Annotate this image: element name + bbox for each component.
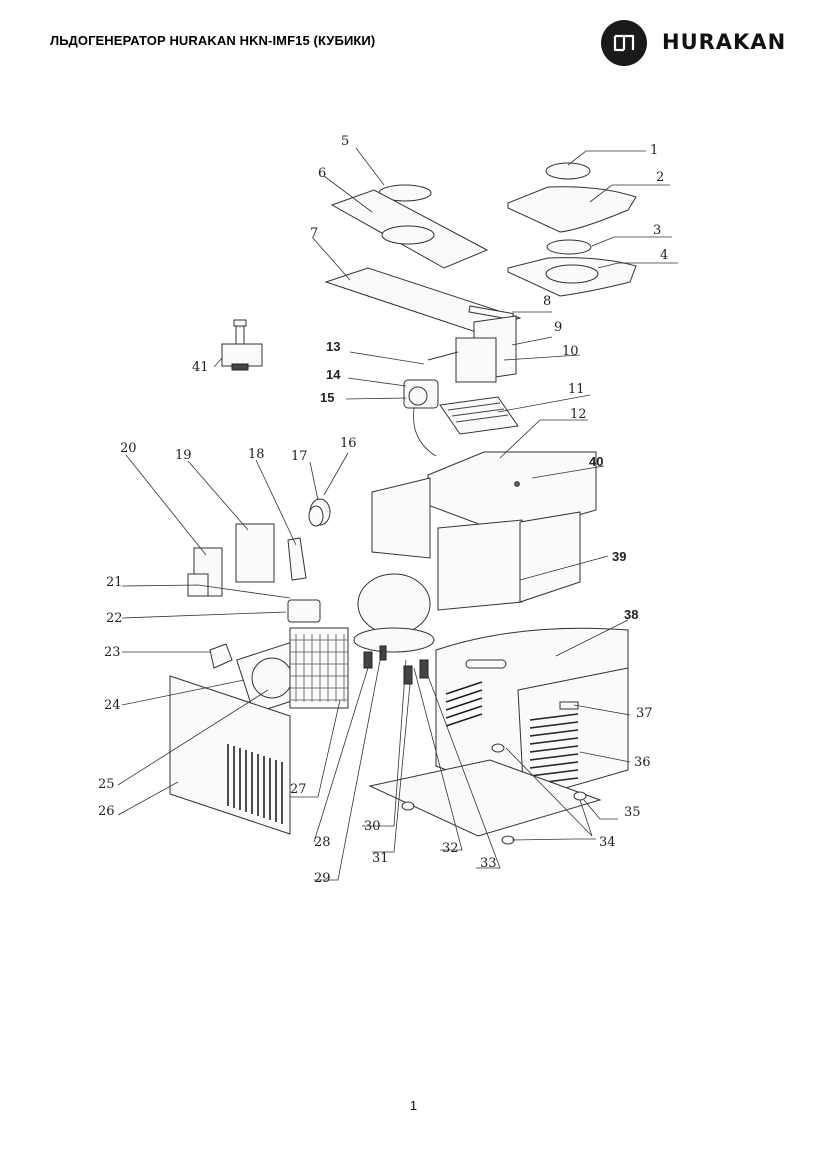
callout-39: 39 (612, 549, 626, 564)
callout-11: 11 (568, 382, 585, 397)
part-23-sensor (209, 643, 233, 669)
callout-6: 6 (318, 166, 326, 181)
callout-2: 2 (656, 170, 664, 185)
page-number: 1 (409, 1098, 418, 1113)
callout-35: 35 (624, 805, 641, 820)
callout-22: 22 (106, 611, 123, 626)
callout-33: 33 (480, 856, 497, 871)
brand-name: HURAKAN (662, 30, 787, 54)
callout-28: 28 (314, 835, 331, 850)
callout-37: 37 (636, 706, 653, 721)
callout-9: 9 (554, 320, 562, 335)
callout-19: 19 (175, 448, 192, 463)
brand-logo: HURAKAN (601, 20, 785, 66)
rear-grille (445, 681, 483, 727)
callout-13: 13 (326, 339, 340, 354)
part-15-gear (408, 386, 428, 406)
part-7-plate (324, 267, 522, 333)
callout-21: 21 (106, 575, 123, 590)
callout-36: 36 (634, 755, 651, 770)
callout-1: 1 (650, 143, 658, 158)
part-27-condenser (289, 627, 349, 709)
part-26-front-panel (169, 675, 291, 835)
front-grille (227, 744, 283, 824)
part-41-bolt (221, 319, 263, 371)
callout-4: 4 (660, 248, 668, 263)
callout-26: 26 (98, 804, 115, 819)
callout-24: 24 (104, 698, 121, 713)
callout-5: 5 (341, 134, 349, 149)
callout-15: 15 (320, 390, 334, 405)
part-3-ring (546, 239, 592, 255)
part-31-foot (403, 665, 413, 685)
callout-18: 18 (248, 447, 265, 462)
part-40-sensor (514, 481, 520, 487)
callout-25: 25 (98, 777, 115, 792)
callout-14: 14 (326, 367, 341, 382)
part-10-block (455, 337, 497, 383)
part-19-box (235, 523, 275, 583)
callout-27: 27 (290, 782, 307, 797)
part-17-coil (308, 505, 324, 527)
callout-16: 16 (340, 436, 357, 451)
callout-29: 29 (314, 871, 331, 886)
compressor (357, 573, 431, 635)
callout-10: 10 (562, 344, 579, 359)
part-34-foot (491, 743, 505, 753)
part-1-cap (545, 162, 591, 180)
callout-30: 30 (364, 819, 381, 834)
side-grille (529, 713, 579, 785)
hurakan-logo-icon (601, 20, 647, 66)
part-39-panel (437, 519, 523, 611)
part-35-base-plate (368, 759, 602, 837)
part-36-grille-panel (517, 667, 629, 801)
part-11-mesh (439, 396, 519, 435)
document-title: ЛЬДОГЕНЕРАТОР HURAKAN HKN-IMF15 (КУБИКИ) (50, 33, 376, 48)
callout-20: 20 (120, 441, 137, 456)
callout-41: 41 (192, 360, 209, 375)
callout-34: 34 (599, 835, 616, 850)
callout-40: 40 (589, 454, 603, 469)
part-33-foot (419, 659, 429, 679)
callout-32: 32 (442, 841, 459, 856)
part-22-pump (287, 599, 321, 623)
part-13-rod (427, 351, 459, 361)
callout-7: 7 (310, 226, 318, 241)
callout-38: 38 (624, 607, 638, 622)
part-18-valve (287, 537, 307, 581)
part-2-top-cover (507, 186, 637, 233)
callout-23: 23 (104, 645, 121, 660)
callout-17: 17 (291, 449, 308, 464)
callout-3: 3 (653, 223, 661, 238)
part-30-foot (379, 645, 387, 661)
callout-31: 31 (372, 851, 389, 866)
callout-8: 8 (543, 294, 551, 309)
callout-12: 12 (570, 407, 587, 422)
